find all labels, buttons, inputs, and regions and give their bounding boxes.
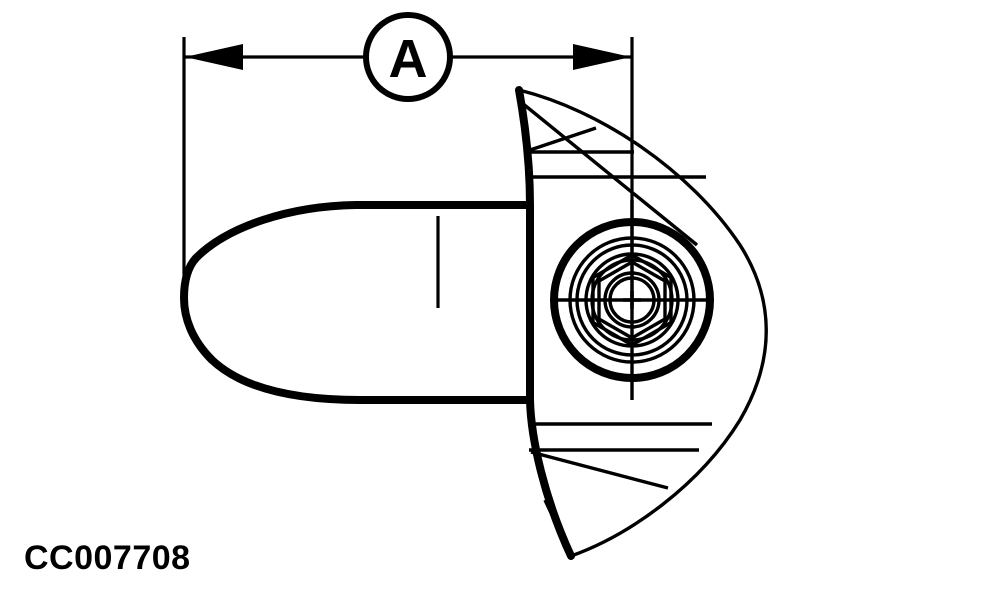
arrowhead-right-icon — [573, 44, 631, 70]
body-profile-bottom — [180, 294, 532, 404]
caliper-body-outline — [180, 201, 534, 404]
hatch-upper-2 — [523, 126, 597, 154]
section-cut-curve — [515, 86, 575, 560]
hatch-lower-3 — [530, 450, 669, 490]
body-profile-top — [180, 201, 534, 302]
arrowhead-left-icon — [185, 44, 243, 70]
hub-housing-outline — [517, 88, 768, 558]
upper-section-detail-lines — [520, 101, 706, 247]
lower-section-detail-lines — [528, 422, 712, 557]
hatch-upper-1 — [520, 101, 699, 247]
figure-id-label: CC007708 — [24, 539, 191, 577]
dimension-callout-balloon[interactable]: A — [363, 12, 453, 102]
hatch-lower-4 — [543, 499, 573, 557]
dimension-line-group — [185, 44, 631, 70]
center-marks — [552, 200, 712, 400]
balloon-letter: A — [389, 29, 428, 89]
section-cut-curve-group — [515, 86, 575, 560]
balloon-circle — [363, 12, 453, 102]
housing-outer-profile — [517, 88, 768, 558]
